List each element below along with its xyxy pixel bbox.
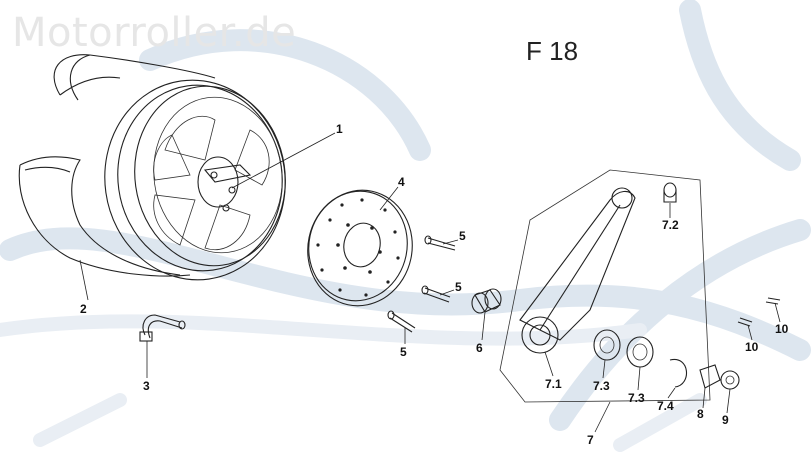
callout-5-middle: 5 [455,280,462,294]
callout-6: 6 [476,341,483,355]
callout-3: 3 [143,379,150,393]
watermark-text: Motorroller.de [12,10,297,56]
spacer-bushing-part [471,288,502,314]
callout-8: 8 [697,407,704,421]
callout-5-bottom: 5 [400,345,407,359]
callout-10-lower: 10 [745,340,759,354]
valve-part [139,314,186,342]
callout-7-3-right: 7.3 [628,391,645,405]
brake-disc-part [307,189,413,307]
wheel-rim-part [104,79,286,281]
tire-part [18,54,216,277]
leader-lines [79,132,781,433]
callout-7-1: 7.1 [545,377,562,391]
bolt-parts [387,235,456,333]
swingarm-assembly-part [499,169,781,403]
callout-7: 7 [587,433,594,447]
figure-title: F 18 [526,36,579,66]
callout-7-2: 7.2 [662,218,679,232]
callout-labels: 1 2 3 4 5 5 5 6 7 7.1 7.2 7.3 7.3 7.4 8 … [80,122,789,447]
callout-7-4: 7.4 [657,399,674,413]
callout-2: 2 [80,302,87,316]
callout-9: 9 [722,413,729,427]
callout-10-upper: 10 [775,322,789,336]
callout-5-top: 5 [459,229,466,243]
callout-7-3-left: 7.3 [593,379,610,393]
callout-1: 1 [336,122,343,136]
callout-4: 4 [398,175,405,189]
